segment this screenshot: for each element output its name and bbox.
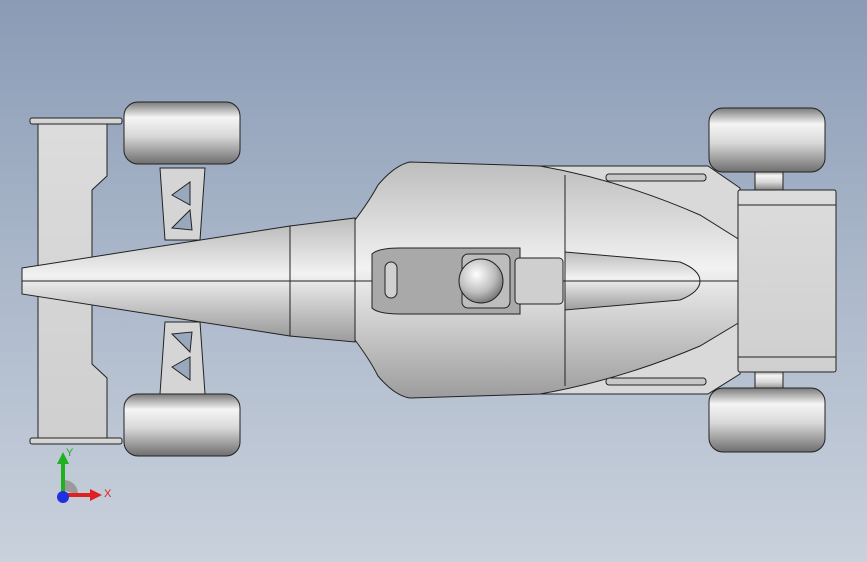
- cockpit: [371, 247, 564, 315]
- x-axis-label: X: [104, 488, 112, 500]
- front-suspension-top: [159, 167, 206, 241]
- front-right-tire: [123, 393, 241, 457]
- y-axis-label: Y: [66, 447, 74, 459]
- rear-left-tire: [708, 107, 826, 173]
- z-axis-dot: [57, 491, 69, 503]
- rear-right-tire: [708, 387, 826, 453]
- rear-wing: [737, 189, 837, 373]
- engine-cover: [564, 251, 701, 311]
- coordinate-triad: Y X: [57, 447, 112, 503]
- front-suspension-bottom: [159, 321, 206, 395]
- front-left-tire: [123, 101, 241, 165]
